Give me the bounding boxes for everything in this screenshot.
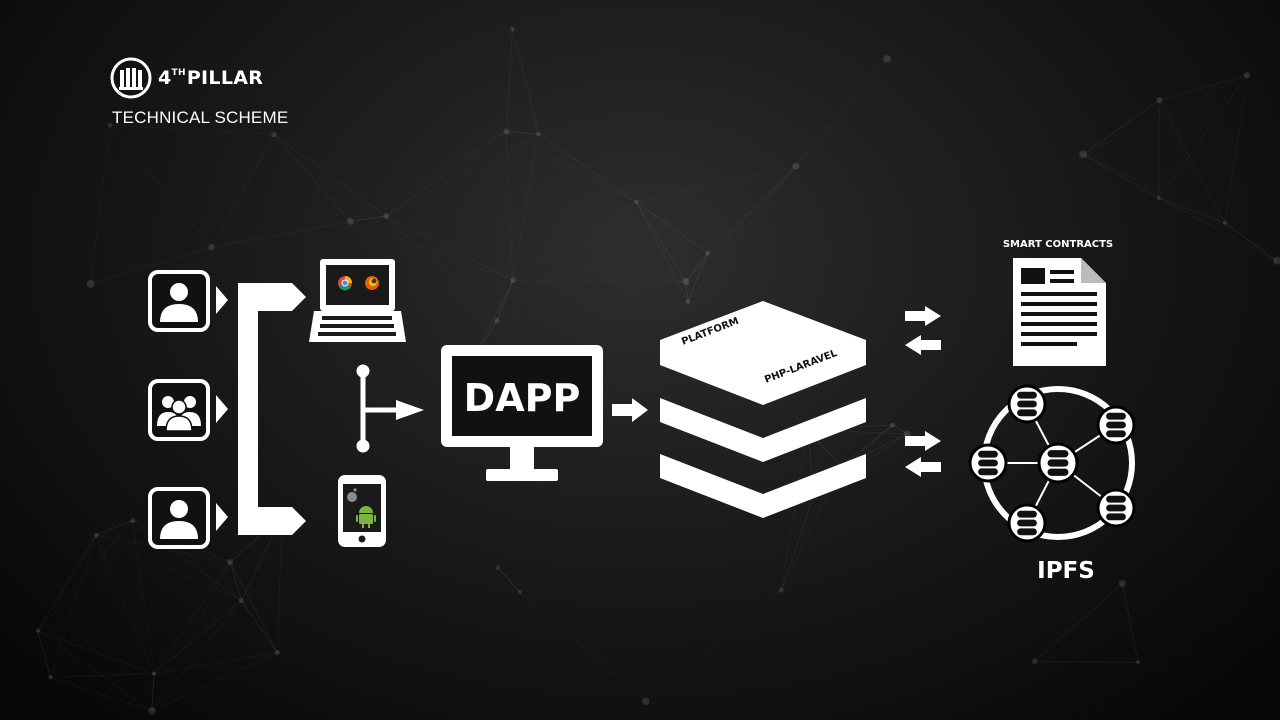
- layer-top: [660, 301, 866, 405]
- user-group: [148, 379, 228, 441]
- database-network-icon: [968, 384, 1136, 543]
- database-node: [1096, 405, 1136, 445]
- dapp-label: DAPP: [464, 376, 581, 420]
- pillar-logo-icon: [110, 57, 152, 99]
- database-node: [968, 443, 1008, 483]
- access-bracket: [238, 283, 306, 535]
- contracts-arrows: [905, 306, 941, 355]
- arrow-right-icon: [612, 398, 648, 422]
- database-node: [1007, 503, 1047, 543]
- layer-bottom: [660, 454, 866, 518]
- database-node: [1096, 488, 1136, 528]
- chrome-icon: [338, 276, 352, 291]
- document-icon: [1013, 258, 1106, 366]
- device-connector: [356, 364, 424, 453]
- group-icon: [157, 396, 201, 432]
- firefox-icon: [365, 276, 379, 290]
- database-node: [1007, 384, 1047, 424]
- android-icon: [356, 506, 376, 528]
- database-node: [1037, 442, 1079, 484]
- brand-logo: 4THPILLAR: [109, 56, 263, 100]
- user-icon: [160, 283, 198, 322]
- layer-middle: [660, 398, 866, 462]
- user-single-bottom: [148, 487, 228, 549]
- arrow-right-icon: [216, 286, 228, 314]
- laptop-icon: [309, 259, 406, 342]
- monitor-icon: [441, 345, 603, 481]
- apple-icon: [347, 488, 357, 502]
- page-subtitle: TECHNICAL SCHEME: [112, 108, 289, 127]
- user-icon: [160, 500, 198, 539]
- arrow-right-icon: [216, 395, 228, 423]
- user-single-top: [148, 270, 228, 332]
- ipfs-arrows: [905, 431, 941, 477]
- arrow-right-icon: [216, 503, 228, 531]
- brand-name: 4THPILLAR: [158, 67, 264, 89]
- ipfs-label: IPFS: [1037, 558, 1095, 584]
- smart-contracts-label: SMART CONTRACTS: [1003, 239, 1113, 250]
- smartphone-icon: [338, 475, 386, 547]
- layers-stack-icon: [660, 301, 866, 518]
